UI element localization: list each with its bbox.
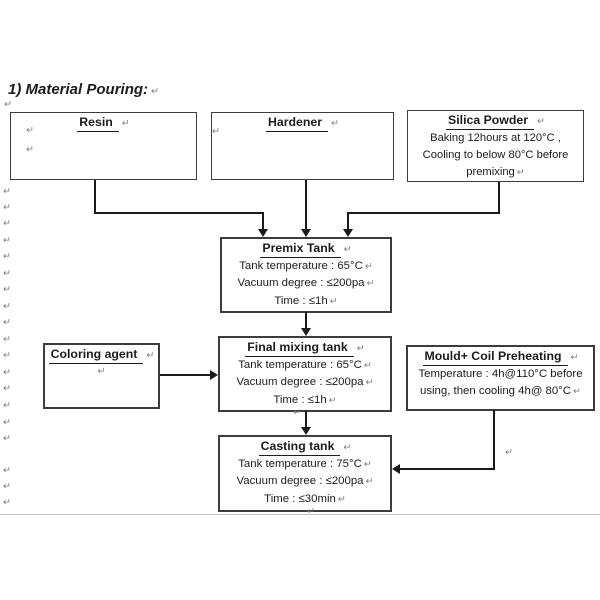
section-heading-text: 1) Material Pouring:: [8, 81, 149, 98]
box-title-mould-coil-preheating: Mould+ Coil Preheating: [422, 349, 568, 366]
paragraph-mark-icon: ↵: [3, 350, 11, 361]
paragraph-mark-icon: ↵: [4, 99, 12, 110]
arrowhead-down-icon: [301, 427, 311, 435]
paragraph-mark-icon: ↵: [3, 186, 11, 197]
connector-silica-to-premix: [498, 182, 500, 214]
paragraph-mark-icon: ↵: [343, 442, 352, 453]
silica-note-line: premixing ↵: [466, 165, 525, 178]
connector-mould-to-casting: [399, 468, 495, 470]
final-mixing-spec-line: Vacuum degree : ≤200pa ↵: [236, 376, 374, 389]
paragraph-mark-icon: ↵: [3, 400, 11, 411]
paragraph-mark-icon: ↵: [343, 244, 352, 255]
connector-mould-to-casting: [493, 410, 495, 470]
paragraph-mark-icon: ↵: [3, 383, 11, 394]
connector-final-mixing-to-casting: [305, 411, 307, 428]
paragraph-mark-icon: ↵: [26, 144, 34, 155]
paragraph-mark-icon: ↵: [3, 218, 11, 229]
connector-resin-to-premix: [94, 180, 96, 214]
paragraph-mark-icon: ↵: [337, 493, 346, 505]
casting-spec-line: Vacuum degree : ≤200pa ↵: [236, 475, 374, 488]
paragraph-mark-icon: ↵: [212, 126, 220, 137]
paragraph-mark-icon: ↵: [366, 278, 375, 290]
arrowhead-left-icon: [392, 464, 400, 474]
box-title-premix-tank: Premix Tank: [260, 241, 341, 258]
casting-spec-line: Time : ≤30min ↵: [264, 492, 346, 505]
arrowhead-down-icon: [258, 229, 268, 237]
paragraph-mark-icon: ↵: [3, 465, 11, 476]
paragraph-mark-icon: ↵: [573, 386, 581, 398]
paragraph-mark-icon: ↵: [3, 235, 11, 246]
paragraph-mark-icon: ↵: [146, 350, 155, 361]
flow-box-mould-coil-preheating: Mould+ Coil Preheating ↵ Temperature : 4…: [406, 345, 595, 411]
paragraph-mark-icon: ↵: [121, 118, 130, 129]
arrowhead-right-icon: [210, 370, 218, 380]
paragraph-mark-icon: ↵: [356, 343, 365, 354]
paragraph-mark-icon: ↵: [3, 433, 11, 444]
mould-spec-line: Temperature : 4h@110°C before: [418, 368, 583, 380]
flow-box-coloring-agent: Coloring agent ↵ ↵: [43, 343, 160, 409]
connector-silica-to-premix: [347, 212, 500, 214]
paragraph-mark-icon: ↵: [26, 125, 34, 136]
paragraph-mark-icon: ↵: [570, 352, 579, 363]
paragraph-mark-icon: ↵: [151, 86, 159, 97]
connector-premix-to-final-mixing: [305, 312, 307, 329]
casting-spec-line: Tank temperature : 75°C ↵: [238, 458, 372, 470]
paragraph-mark-icon: ↵: [3, 417, 11, 428]
premix-spec-line: Vacuum degree : ≤200pa ↵: [237, 277, 375, 290]
paragraph-mark-icon: ↵: [364, 261, 373, 272]
paragraph-mark-icon: ↵: [307, 506, 315, 517]
box-title-resin: Resin: [77, 115, 119, 132]
final-mixing-spec-line: Tank temperature : 65°C ↵: [238, 359, 372, 371]
flow-box-hardener: Hardener ↵: [211, 112, 394, 180]
silica-note-line: Cooling to below 80°C before: [422, 148, 569, 161]
silica-note-line: Baking 12hours at 120°C ,: [430, 132, 561, 144]
box-title-silica-powder: Silica Powder: [446, 113, 534, 130]
final-mixing-spec-line: Time : ≤1h ↵: [273, 393, 337, 406]
paragraph-mark-icon: ↵: [505, 447, 513, 458]
paragraph-mark-icon: ↵: [3, 481, 11, 492]
paragraph-mark-icon: ↵: [365, 476, 374, 488]
paragraph-mark-icon: ↵: [293, 407, 301, 418]
connector-hardener-to-premix: [305, 180, 307, 230]
flow-box-final-mixing-tank: Final mixing tank ↵ Tank temperature : 6…: [218, 336, 392, 412]
paragraph-mark-icon: ↵: [537, 116, 545, 127]
paragraph-mark-icon: ↵: [363, 459, 372, 470]
flow-box-resin: Resin ↵: [10, 112, 197, 180]
flow-box-silica-powder: Silica Powder ↵ Baking 12hours at 120°C …: [407, 110, 584, 182]
connector-resin-to-premix: [94, 212, 264, 214]
premix-spec-line: Tank temperature : 65°C ↵: [239, 260, 373, 272]
box-title-hardener: Hardener: [266, 115, 329, 132]
paragraph-mark-icon: ↵: [516, 166, 525, 178]
paragraph-mark-icon: ↵: [3, 251, 11, 262]
flow-box-casting-tank: Casting tank ↵ Tank temperature : 75°C ↵…: [218, 435, 392, 512]
arrowhead-down-icon: [343, 229, 353, 237]
mould-spec-line: using, then cooling 4h@ 80°C ↵: [420, 385, 581, 398]
paragraph-mark-icon: ↵: [3, 202, 11, 213]
paragraph-mark-icon: ↵: [365, 377, 374, 389]
connector-resin-to-premix: [262, 212, 264, 230]
connector-coloring-to-final-mixing: [160, 374, 211, 376]
paragraph-mark-icon: ↵: [3, 334, 11, 345]
horizontal-rule: [0, 514, 600, 515]
paragraph-mark-icon: ↵: [3, 284, 11, 295]
paragraph-mark-icon: ↵: [3, 268, 11, 279]
box-title-final-mixing-tank: Final mixing tank: [245, 340, 354, 357]
flow-box-premix-tank: Premix Tank ↵ Tank temperature : 65°C ↵ …: [220, 237, 392, 313]
paragraph-mark-icon: ↵: [97, 366, 106, 377]
arrowhead-down-icon: [301, 229, 311, 237]
paragraph-mark-icon: ↵: [3, 367, 11, 378]
paragraph-mark-icon: ↵: [363, 360, 372, 371]
connector-silica-to-premix: [347, 212, 349, 230]
section-heading: 1) Material Pouring: ↵: [8, 81, 159, 98]
paragraph-mark-icon: ↵: [3, 317, 11, 328]
arrowhead-down-icon: [301, 328, 311, 336]
paragraph-mark-icon: ↵: [3, 497, 11, 508]
box-title-coloring-agent: Coloring agent: [48, 347, 144, 364]
paragraph-mark-icon: ↵: [328, 394, 337, 406]
paragraph-mark-icon: ↵: [329, 295, 338, 307]
premix-spec-line: Time : ≤1h ↵: [274, 294, 338, 307]
paragraph-mark-icon: ↵: [3, 301, 11, 312]
paragraph-mark-icon: ↵: [331, 118, 339, 129]
box-title-casting-tank: Casting tank: [258, 439, 341, 456]
